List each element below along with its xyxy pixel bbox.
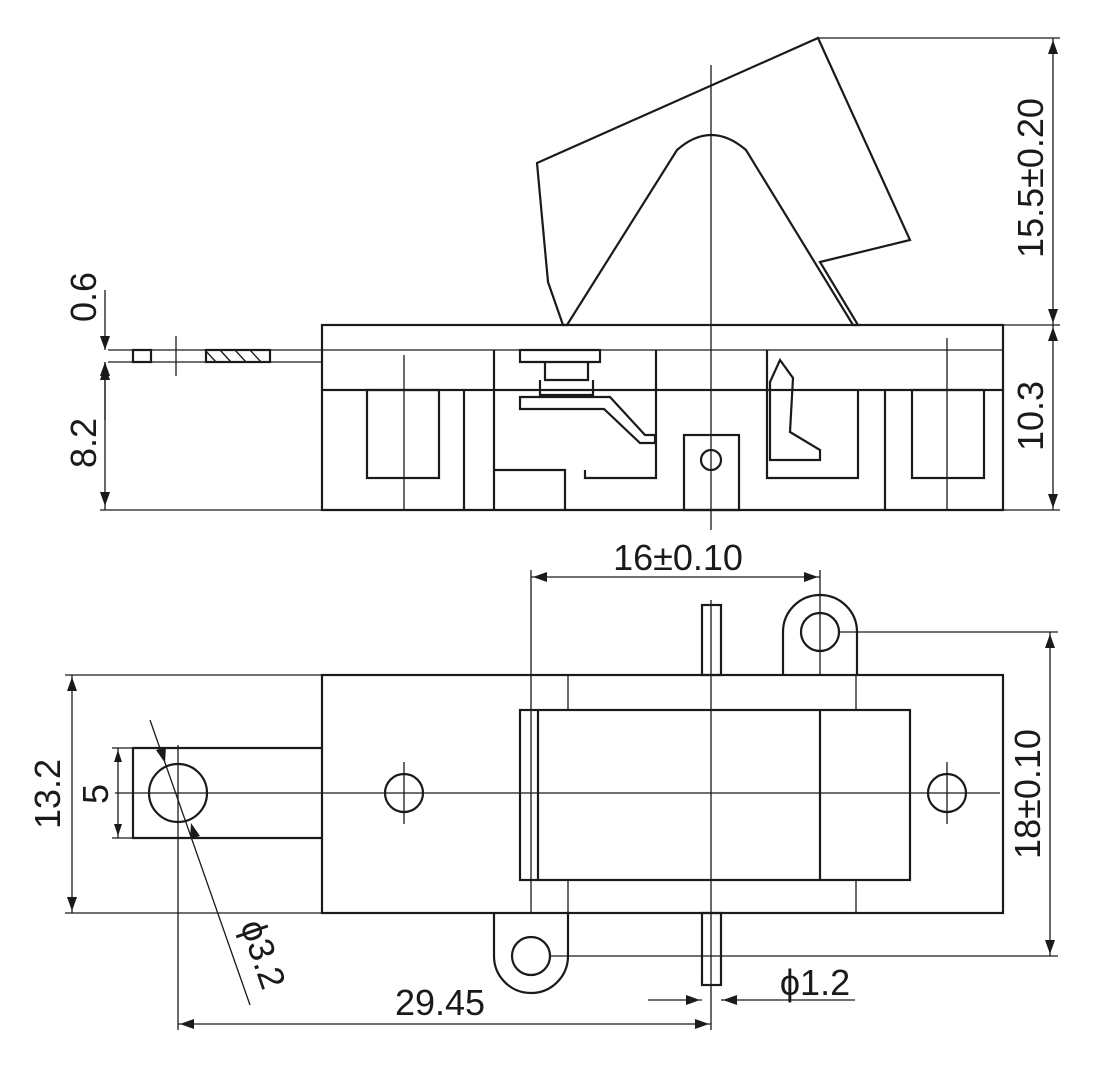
rocker-actuator — [535, 36, 912, 327]
dim-mount-spacing-label: 18±0.10 — [1007, 729, 1048, 859]
dim-body-height-label: 10.3 — [1010, 381, 1051, 451]
dim-hole-diameter: ϕ3.2 — [149, 719, 294, 1006]
top-view: 16±0.10 13.2 5 ϕ3.2 — [27, 537, 1058, 1030]
dim-actuator-height-label: 15.5±0.20 — [1010, 98, 1051, 258]
dim-pin-spacing: 16±0.10 — [530, 537, 820, 913]
dim-pin-spacing-label: 16±0.10 — [613, 537, 743, 578]
body-lower-structure — [320, 338, 1005, 512]
left-mounting-tab — [131, 745, 322, 1030]
dim-tab-thickness-label: 0.6 — [63, 272, 104, 322]
dim-mount-spacing: 18±0.10 — [550, 631, 1058, 957]
dim-tab-width-label: 5 — [75, 784, 116, 804]
dim-tab-thickness: 0.6 — [63, 272, 110, 420]
mounting-hole-left — [383, 762, 425, 824]
dim-terminal-height-label: 8.2 — [63, 418, 104, 468]
mounting-hole-right — [926, 762, 968, 824]
dim-bracket-width: 13.2 — [27, 674, 322, 914]
left-terminal-tab — [108, 336, 322, 376]
main-body-outline — [320, 673, 1005, 915]
dim-terminal-height: 8.2 — [63, 362, 110, 510]
dim-pin-diameter: ϕ1.2 — [648, 962, 855, 1005]
dim-overall-offset: 29.45 — [178, 982, 711, 1029]
dim-bracket-width-label: 13.2 — [27, 759, 68, 829]
top-right-lug — [781, 570, 859, 675]
top-pin — [700, 603, 723, 677]
bottom-pin — [700, 911, 723, 987]
dim-pin-diameter-label: ϕ1.2 — [780, 962, 850, 1003]
dim-body-height: 10.3 — [1010, 325, 1058, 510]
side-view: 0.6 8.2 15.5±0.20 10.3 — [63, 36, 1060, 530]
dim-actuator-height: 15.5±0.20 — [1010, 38, 1058, 325]
body-top-plate — [320, 323, 1005, 392]
bottom-left-lug — [492, 913, 570, 995]
dim-overall-offset-label: 29.45 — [395, 982, 485, 1023]
dim-tab-width: 5 — [75, 747, 133, 839]
rocker-top — [518, 708, 912, 882]
